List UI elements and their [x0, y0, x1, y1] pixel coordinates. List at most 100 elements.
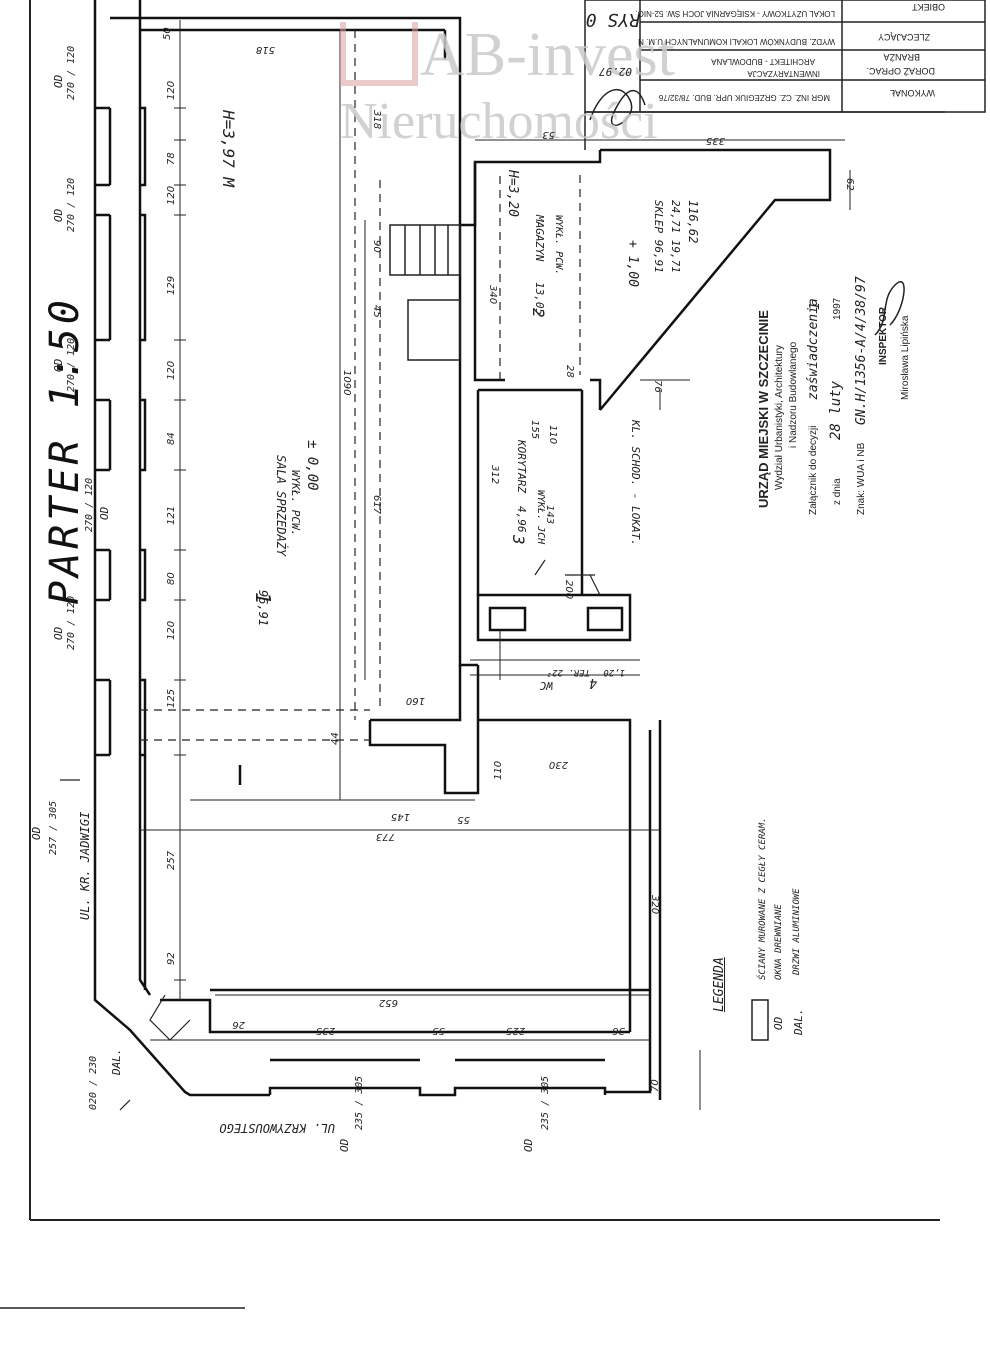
room-number: 4: [589, 675, 597, 690]
room-number: 3: [509, 535, 528, 545]
dim-label: 78: [166, 152, 177, 165]
tb-sheet: RYS 0: [585, 9, 640, 30]
opening-od-1-size: 270 / 120: [66, 45, 77, 100]
opening-od-4-size: 270 / 120: [84, 477, 95, 532]
dim-label: 143: [544, 505, 555, 525]
dim-label: 200: [563, 580, 574, 600]
opening-od-5: OD: [52, 626, 65, 640]
designer-signature: [589, 88, 646, 127]
room-name: WC: [539, 679, 553, 692]
dim-label: 45: [371, 305, 382, 318]
tb-value-author: MGR INŻ. CZ. GRZEGIUK UPR. BUD. 78/32/76: [658, 93, 830, 102]
tb-value-branch: ARCHITEKT - BUDOWLANA: [711, 57, 815, 66]
dim-label: 340: [487, 285, 498, 305]
stamp-line1: URZĄD MIEJSKI W SZCZECINIE: [756, 310, 771, 508]
dim-label: 125: [166, 688, 177, 708]
dim-label: 312: [489, 465, 500, 485]
dim-label: 55: [457, 814, 470, 825]
dim-label: 44: [330, 732, 341, 745]
opening-od-3: OD: [52, 358, 65, 372]
opening-od-6-size: 257 / 305: [48, 800, 59, 855]
street-bottom-label: UL. KRZYWOUSTEGO: [219, 1121, 335, 1135]
dim-label: 773: [375, 831, 395, 842]
watermark-house-icon: [340, 22, 418, 86]
staircase: [389, 224, 461, 361]
legend-symbol-doors: DAL.: [792, 1008, 805, 1036]
room-area: 13,05: [533, 282, 546, 316]
dashed-lines: [140, 30, 581, 741]
tb-label-client: ZLECAJĄCY: [877, 32, 930, 42]
dim-label: 145: [390, 811, 410, 822]
opening-od-2: OD: [52, 208, 65, 222]
dim-label: 110: [547, 425, 558, 445]
opening-dal-size: 020 / 230: [88, 1055, 99, 1110]
stamp-attach-value: zaświadczenia: [806, 298, 821, 400]
dim-label: 70: [650, 1079, 661, 1092]
height-store-label: H=3,20: [505, 170, 520, 217]
dim-label: 84: [166, 432, 177, 445]
stamp-attach-label: Załącznik do decyzji: [808, 425, 819, 515]
tb-date: 02.97: [598, 65, 632, 78]
dim-label: 518: [255, 44, 275, 55]
inspector-signature: [874, 281, 905, 336]
watermark-line1: AB-invest: [420, 21, 675, 89]
dim-label: 129: [166, 275, 177, 295]
room-name: KORYTARZ: [515, 440, 528, 493]
area-note-line1: SKLEP 96,91: [652, 200, 665, 273]
opening-od-6: OD: [30, 826, 43, 840]
opening-od-8: OD: [522, 1138, 535, 1152]
sheet-frame: [0, 0, 940, 1309]
opening-od-3-size: 270 / 120: [66, 337, 77, 392]
stamp-line3: i Nadzoru Budowlanego: [788, 341, 799, 448]
dim-label: 1090: [341, 370, 352, 396]
room-floor: WYKŁ. PCW.: [289, 470, 302, 537]
dim-label: 257: [166, 850, 177, 870]
opening-od-7: OD: [338, 1138, 351, 1152]
legend-box: [751, 999, 769, 1041]
dim-label: 76: [652, 380, 663, 393]
tb-label-branch: BRANŻA: [883, 52, 920, 62]
legend-text-walls: ŚCIANY MUROWANE Z CEGŁY CERAM.: [758, 817, 768, 980]
plan-title: PARTER 1:50: [42, 296, 88, 605]
dim-label: 617: [371, 495, 382, 515]
dim-label: 120: [166, 185, 177, 205]
stamp-date-label: z dnia: [832, 478, 843, 505]
room-floor: TER. 22²: [546, 667, 590, 677]
dim-label: 120: [166, 80, 177, 100]
opening-od-5-size: 270 / 120: [66, 595, 77, 650]
dim-label: 335: [705, 135, 725, 146]
stamp-line2: Wydział Urbanistyki, Architektury: [774, 345, 785, 490]
height-main-label: H=3,97 M: [219, 110, 238, 188]
tb-label-object: OBIEKT: [911, 2, 945, 12]
legend-symbol-windows: OD: [772, 1016, 785, 1030]
tb-label-scope: DORAŹ OPRAC.: [866, 66, 935, 76]
dim-label: 155: [529, 420, 540, 440]
area-note-line2: 24,71 19,71: [669, 200, 682, 273]
room-area: 96,91: [256, 590, 270, 627]
stamp-attach-no: 1: [808, 302, 823, 310]
dimension-lines: [140, 20, 851, 1110]
dim-label: 121: [166, 505, 177, 525]
stamp-date-value: 28 luty: [828, 380, 844, 440]
dim-label: 50: [162, 27, 173, 40]
tb-value-object: LOKAL UŻYTKOWY - KSIĘGARNIA JOCH ŚW. 52-…: [635, 9, 835, 18]
legend-text-windows: OKNA DREWNIANE: [774, 904, 784, 980]
opening-od-1: OD: [52, 74, 65, 88]
door-arcs: [60, 559, 601, 1111]
stamp-date-year: 1997: [832, 297, 843, 320]
dim-label: 320: [649, 895, 660, 915]
level-main: ± 0,00: [304, 440, 320, 491]
watermark-line2: Nieruchomości: [340, 93, 658, 150]
dim-label: 110: [493, 760, 504, 780]
dim-label: 318: [371, 110, 382, 130]
title-block: [584, 0, 986, 150]
dim-label: 26: [232, 1019, 245, 1030]
dim-label: 55: [432, 1025, 445, 1036]
dim-label: 225: [505, 1025, 525, 1036]
room-name: SALA SPRZEDAŻY: [274, 455, 288, 557]
room-area: 1,20: [603, 667, 625, 677]
room-area: 4,96: [515, 506, 528, 533]
opening-od-7-size: 235 / 305: [354, 1075, 365, 1130]
dim-label: 90: [371, 240, 382, 253]
opening-od-4: OD: [98, 506, 111, 520]
